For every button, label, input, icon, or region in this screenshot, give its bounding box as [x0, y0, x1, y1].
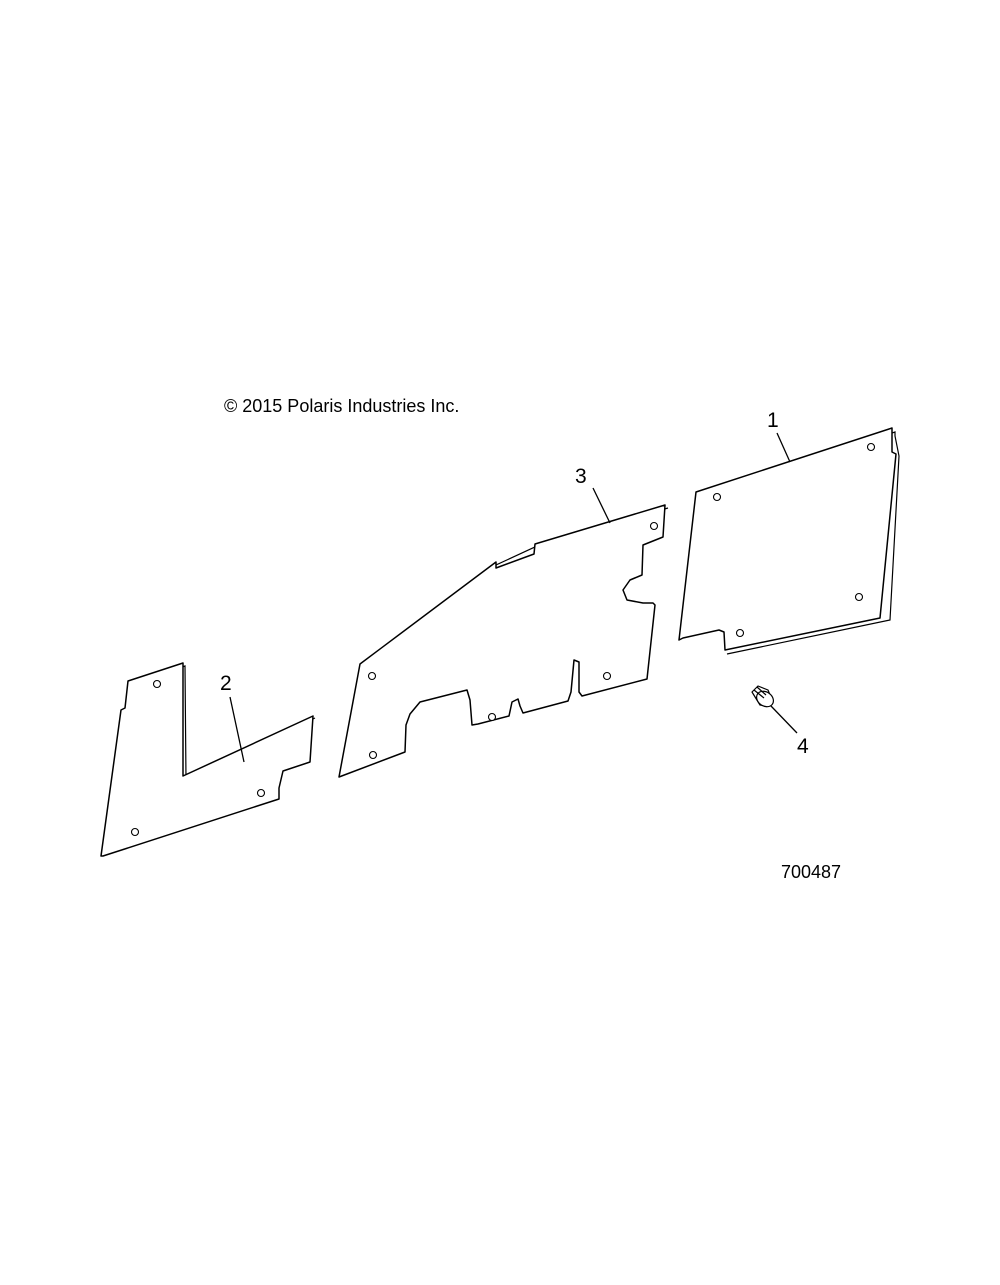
leader-line-1 [776, 432, 791, 463]
callout-3: 3 [575, 465, 587, 488]
mounting-hole [368, 750, 378, 760]
leader-line-3 [592, 487, 611, 524]
panel-part-2 [100, 662, 316, 857]
leader-line-4 [770, 705, 798, 734]
push-fastener-part-4 [751, 685, 774, 708]
mounting-hole [866, 442, 876, 452]
mounting-hole [487, 712, 497, 722]
callout-2: 2 [220, 672, 232, 695]
figure-number: 700487 [781, 862, 841, 882]
mounting-hole [649, 521, 659, 531]
leader-line-2 [229, 696, 245, 763]
mounting-hole [130, 827, 140, 837]
mounting-hole [256, 788, 266, 798]
mounting-hole [712, 492, 722, 502]
callout-4: 4 [797, 735, 809, 758]
mounting-hole [152, 679, 162, 689]
panel-part-3 [338, 504, 669, 778]
mounting-hole [367, 671, 377, 681]
copyright-notice: © 2015 Polaris Industries Inc. [224, 396, 459, 416]
mounting-hole [602, 671, 612, 681]
mounting-hole [854, 592, 864, 602]
callout-1: 1 [767, 409, 779, 432]
panel-part-1 [678, 427, 900, 655]
mounting-hole [735, 628, 745, 638]
